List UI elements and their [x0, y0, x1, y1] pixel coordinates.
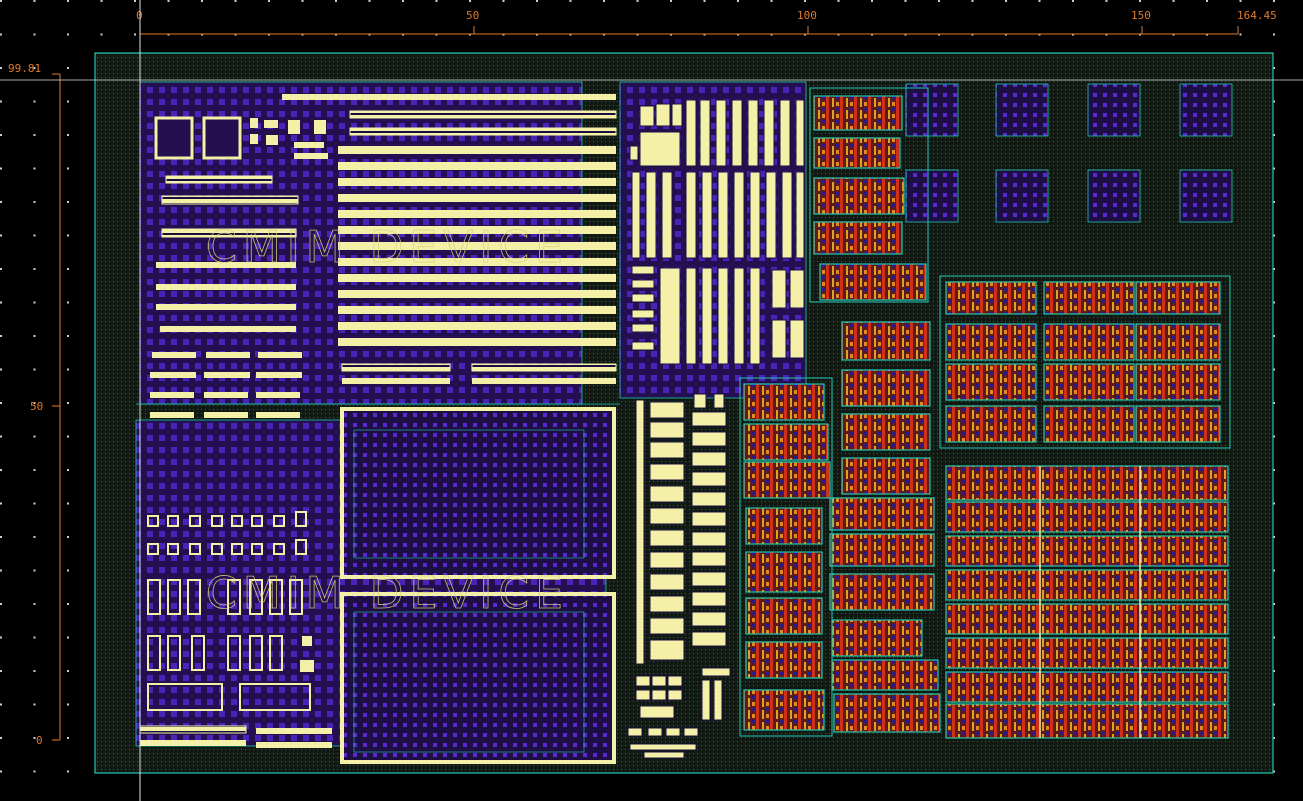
x-tick-150: 150 — [1131, 9, 1151, 22]
bottom-block-label: CMIM DEVICE — [206, 568, 569, 619]
x-ruler: 0 50 100 150 164.45 — [136, 9, 1277, 35]
cmim-device-top-block[interactable]: CMIM DEVICE — [139, 81, 617, 478]
cmim-device-bottom-block[interactable]: CMIM DEVICE — [135, 407, 616, 764]
logic-cells-block[interactable] — [739, 87, 1231, 739]
x-tick-0: 0 — [136, 9, 143, 22]
y-tick-50: 50 — [30, 400, 43, 413]
y-tick-0: 0 — [36, 734, 43, 747]
bond-pad-array[interactable] — [905, 83, 1233, 223]
mos-array-block[interactable] — [619, 81, 807, 759]
top-block-label: CMIM DEVICE — [206, 222, 569, 273]
x-tick-50: 50 — [466, 9, 479, 22]
y-ruler: 99.81 50 0 — [8, 62, 61, 747]
x-tick-max: 164.45 — [1237, 9, 1277, 22]
mim-capacitor-top[interactable] — [340, 407, 616, 579]
mim-capacitor-bottom[interactable] — [340, 592, 616, 764]
x-tick-100: 100 — [797, 9, 817, 22]
y-tick-max: 99.81 — [8, 62, 41, 75]
